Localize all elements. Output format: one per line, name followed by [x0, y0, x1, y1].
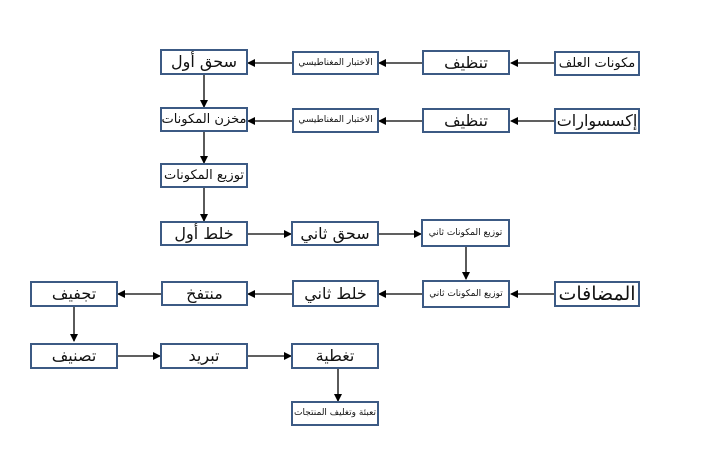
node-second-distribution-b: توزيع المكونات ثاني [422, 280, 510, 308]
node-first-mixing: خلط أول [160, 221, 248, 246]
node-feed-ingredients: مكونات العلف [554, 51, 640, 76]
node-magnetic-test-1: الاختبار المغناطيسي [292, 51, 379, 75]
node-drying: تجفيف [30, 281, 118, 307]
node-second-distribution-a: توزيع المكونات ثاني [421, 219, 510, 247]
node-packing: تعبئة وتغليف المنتجات [291, 401, 379, 426]
node-ingredients-distribution: توزيع المكونات [160, 163, 248, 188]
node-cooling: تبريد [160, 343, 248, 369]
node-second-mixing: خلط ثاني [292, 280, 379, 307]
node-expanded: منتفخ [161, 281, 248, 306]
node-accessories: إكسسوارات [554, 108, 640, 134]
node-magnetic-test-2: الاختبار المغناطيسي [292, 108, 379, 133]
node-second-grinding: سحق ثاني [291, 221, 379, 246]
node-cleaning-1: تنظيف [422, 50, 510, 75]
node-additives: المضافات [554, 281, 640, 307]
node-sorting: تصنيف [30, 343, 118, 369]
node-cleaning-2: تنظيف [422, 108, 510, 133]
node-ingredients-store: مخزن المكونات [160, 107, 248, 132]
node-coating: تغطية [291, 343, 379, 369]
node-first-grinding: سحق أول [160, 49, 248, 75]
